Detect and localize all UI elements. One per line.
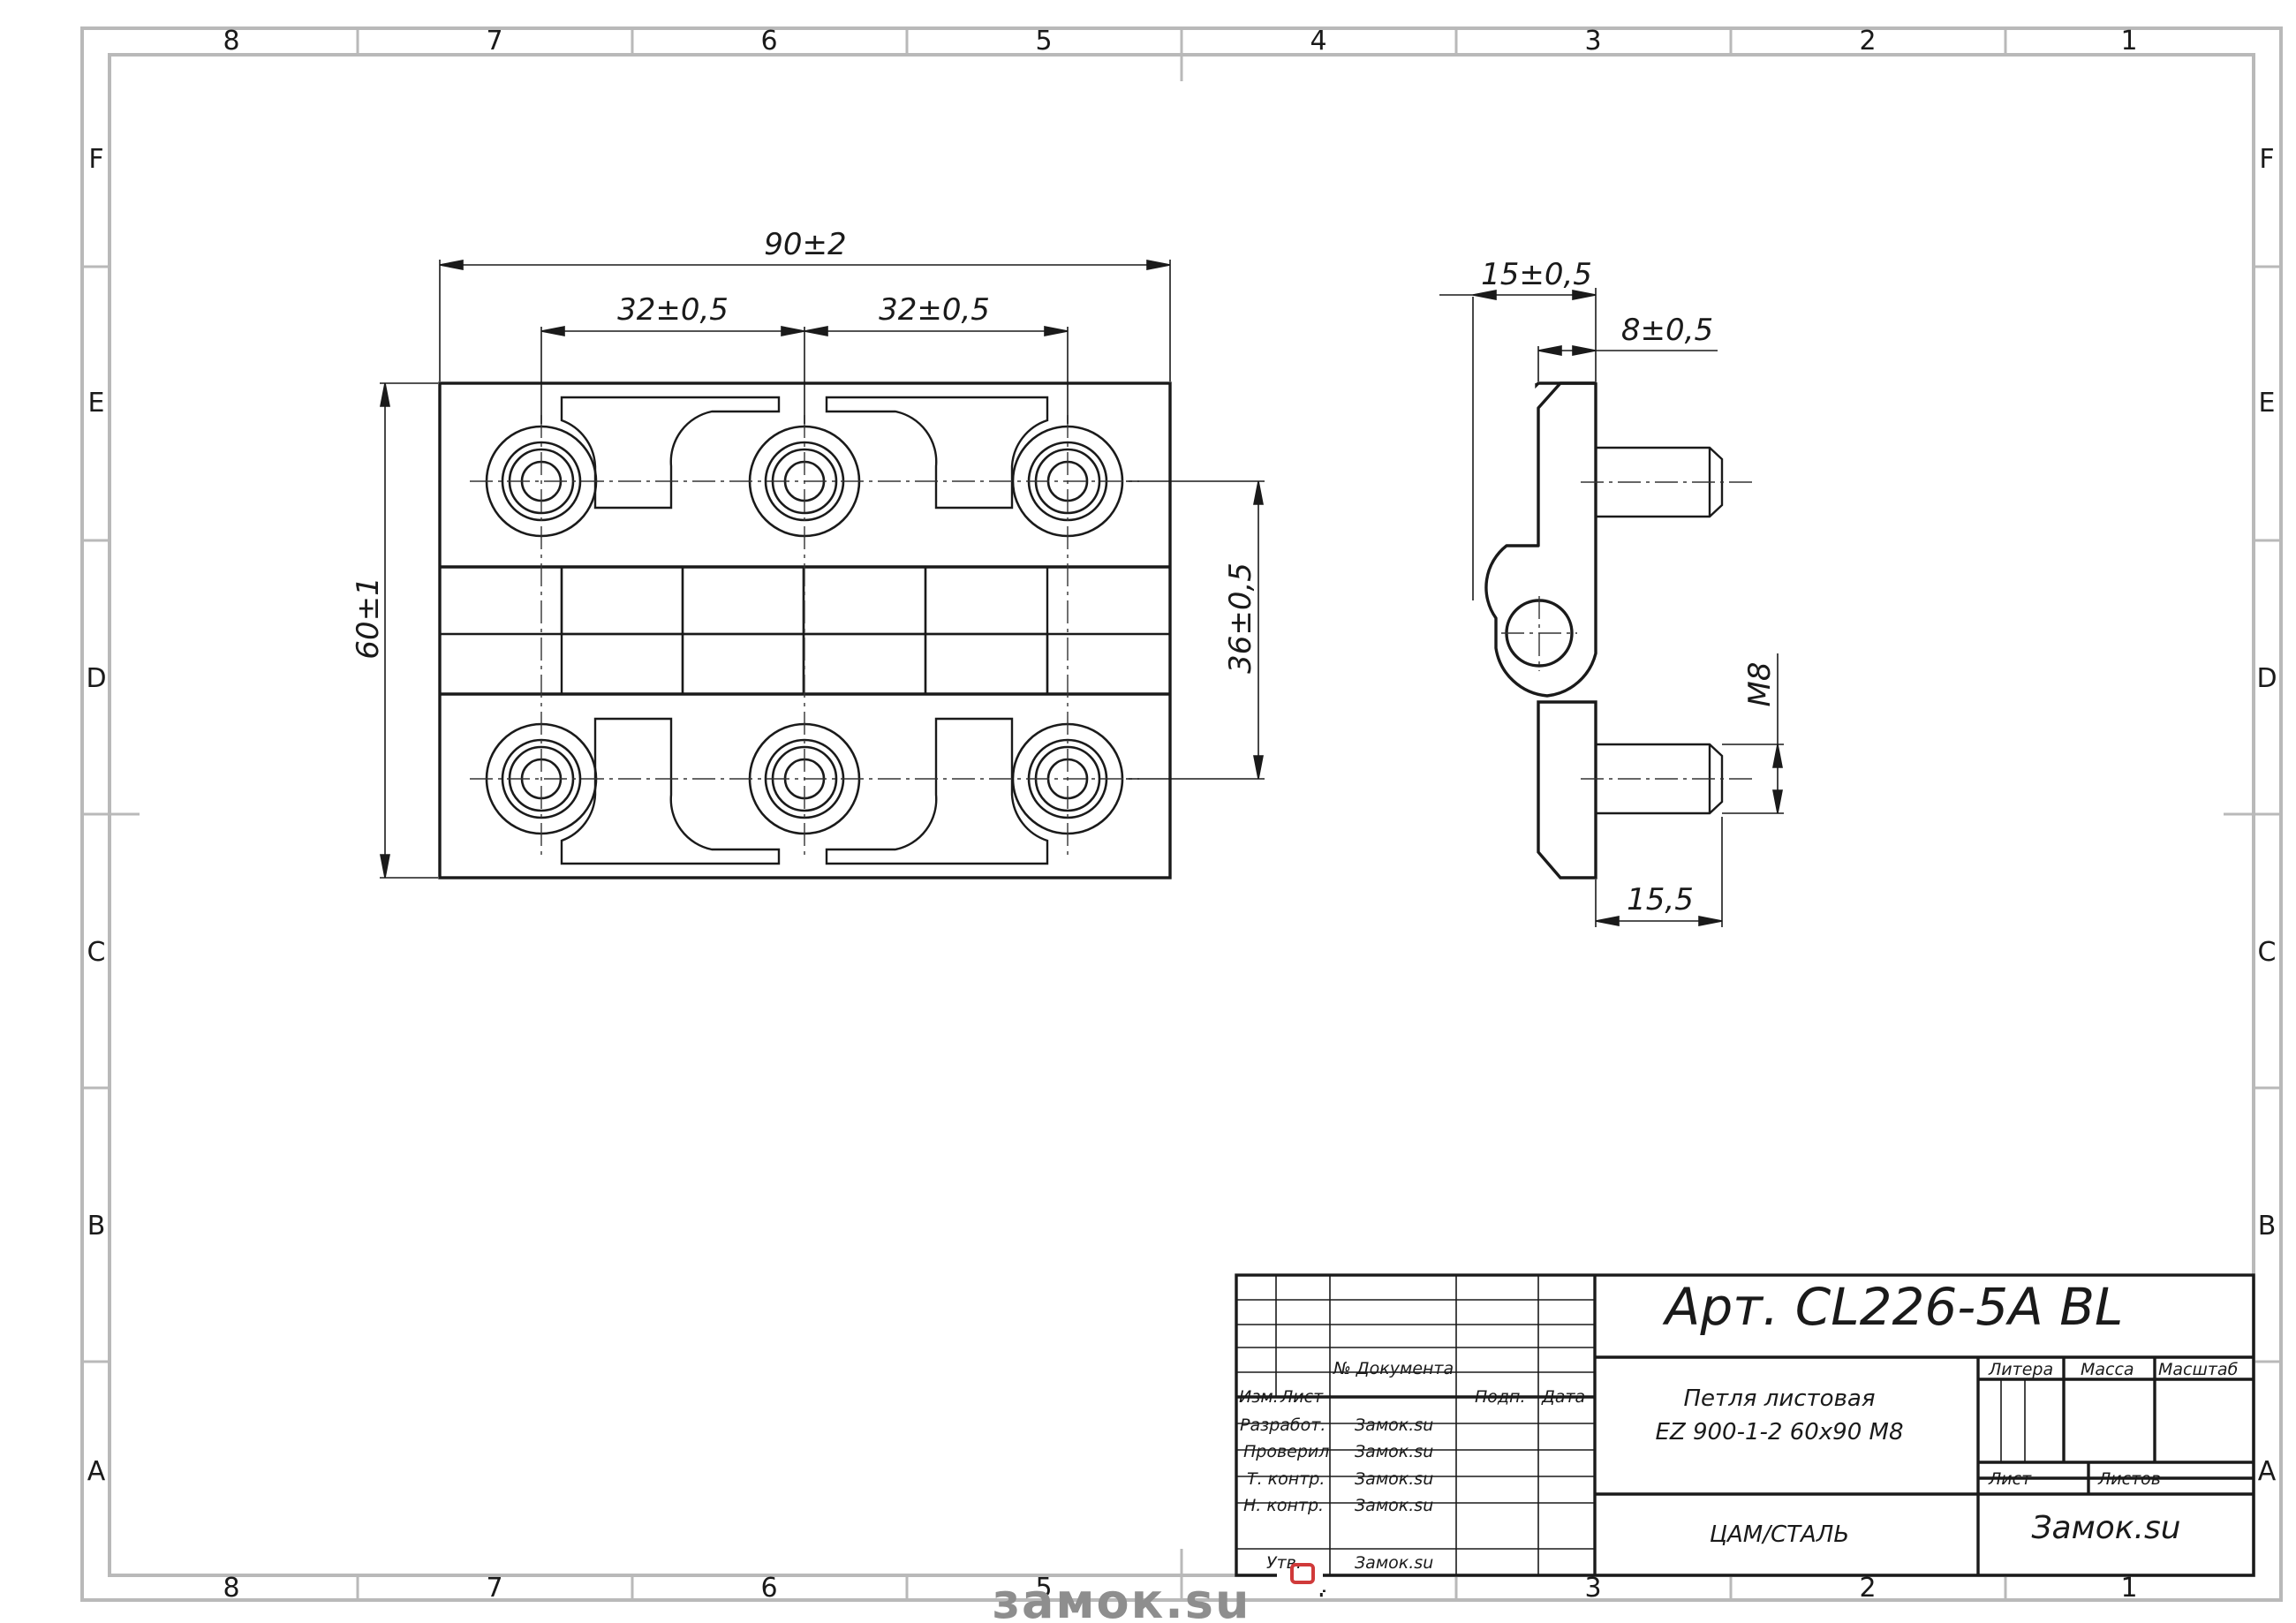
row-label: E — [88, 388, 105, 419]
sheet-frame: 8 7 6 5 4 3 2 1 8 7 6 5 4 3 2 1 F E D C … — [80, 26, 2283, 1604]
column-label: 2 — [1859, 26, 1876, 57]
column-label: 8 — [223, 26, 239, 57]
header-mass: Масса — [2081, 1360, 2134, 1379]
dim-overall-width: 90±2 — [764, 227, 846, 262]
header-list: Лист — [1280, 1387, 1324, 1407]
role-name: Замок.su — [1355, 1496, 1433, 1515]
dim-pitch-left: 32±0,5 — [617, 292, 729, 328]
material: ЦАМ/СТАЛЬ — [1710, 1521, 1849, 1548]
header-sheets: Листов — [2097, 1469, 2161, 1489]
front-view: 90±2 32±0,5 32±0,5 60±1 36±0,5 — [351, 227, 1265, 879]
row-label: C — [2258, 937, 2277, 968]
header-doc-no: № Документа — [1333, 1359, 1454, 1378]
title-block: Арт. CL226-5A BL Петля листовая EZ 900-1… — [1235, 1273, 2255, 1577]
role-label: Н. контр. — [1243, 1496, 1324, 1515]
role-name: Замок.su — [1355, 1415, 1433, 1435]
watermark-logo: замок.su — [993, 1563, 1323, 1623]
header-sheet: Лист — [1988, 1469, 2032, 1489]
dim-leaf-thickness: 8±0,5 — [1621, 313, 1713, 348]
column-label: 3 — [1584, 26, 1601, 57]
row-label: E — [2259, 388, 2276, 419]
column-label: 7 — [486, 26, 502, 57]
row-label: D — [86, 663, 106, 694]
role-label: Т. контр. — [1247, 1469, 1325, 1489]
row-label: A — [87, 1456, 106, 1487]
role-name: Замок.su — [1355, 1469, 1433, 1489]
dim-thread: M8 — [1742, 662, 1778, 707]
row-label: B — [2258, 1211, 2277, 1242]
column-label: 6 — [760, 26, 777, 57]
header-litera: Литера — [1988, 1360, 2053, 1379]
article-number: Арт. CL226-5A BL — [1662, 1277, 2124, 1337]
header-sign: Подп. — [1475, 1387, 1526, 1407]
column-label: 7 — [486, 1573, 502, 1604]
company-name: Замок.su — [2031, 1510, 2180, 1546]
column-label: 3 — [1584, 1573, 1601, 1604]
role-name: Замок.su — [1355, 1442, 1433, 1461]
dim-stud-length: 15,5 — [1627, 882, 1694, 917]
row-label: D — [2256, 663, 2277, 694]
column-label: 8 — [223, 1573, 239, 1604]
row-label: C — [87, 937, 106, 968]
dim-overall-height: 60±1 — [351, 577, 386, 659]
role-label: Разработ. — [1240, 1415, 1325, 1435]
row-label: A — [2258, 1456, 2277, 1487]
product-spec: EZ 900-1-2 60x90 M8 — [1655, 1419, 1903, 1446]
header-date: Дата — [1541, 1387, 1585, 1407]
role-label: Проверил — [1243, 1442, 1329, 1461]
column-label: 5 — [1035, 26, 1052, 57]
dim-leaf-depth: 15±0,5 — [1481, 257, 1592, 292]
column-label: 1 — [2120, 26, 2137, 57]
row-label: F — [2259, 144, 2274, 175]
row-label: F — [88, 144, 103, 175]
header-izm: Изм. — [1239, 1387, 1279, 1407]
svg-text:замок.su: замок.su — [993, 1574, 1251, 1623]
column-label: 5 — [1035, 1573, 1052, 1604]
row-label: B — [87, 1211, 106, 1242]
column-label: 6 — [760, 1573, 777, 1604]
header-scale: Масштаб — [2158, 1360, 2239, 1379]
column-label: 2 — [1859, 1573, 1876, 1604]
role-name: Замок.su — [1355, 1553, 1433, 1573]
dim-pitch-right: 32±0,5 — [879, 292, 990, 328]
side-view: 15±0,5 8±0,5 M8 15,5 — [1439, 257, 1784, 927]
column-label: 1 — [2120, 1573, 2137, 1604]
product-name: Петля листовая — [1684, 1385, 1876, 1412]
dim-hole-spacing: 36±0,5 — [1223, 562, 1258, 674]
column-label: 4 — [1310, 26, 1326, 57]
